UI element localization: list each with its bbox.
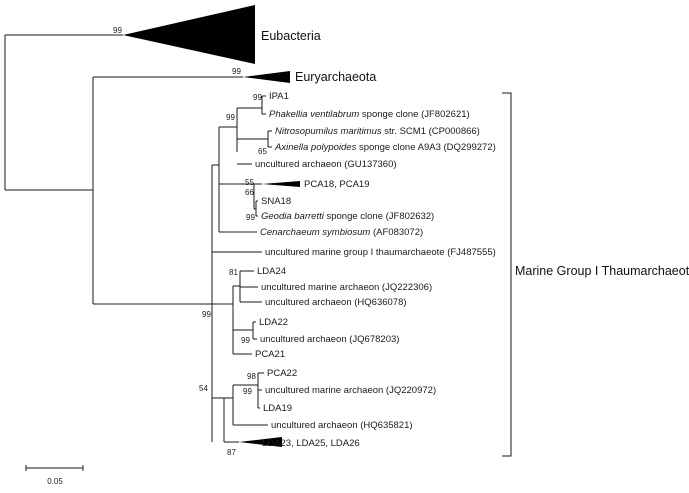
taxon-label-lda23-lda25-lda26: LDA23, LDA25, LDA26 bbox=[262, 438, 360, 449]
clade-bracket bbox=[502, 92, 512, 457]
taxon-label-cenarchaeum-species: Cenarchaeum symbiosum bbox=[260, 227, 370, 238]
collapsed-clade-lda23 bbox=[239, 437, 282, 447]
clade-label-eubacteria: Eubacteria bbox=[261, 29, 321, 43]
taxon-label-jq678203: uncultured archaeon (JQ678203) bbox=[260, 334, 399, 345]
taxon-label-axinella: Axinella polypoides sponge clone A9A3 (D… bbox=[274, 142, 496, 153]
taxon-label-pca21: PCA21 bbox=[255, 349, 285, 360]
bootstrap-pca22-group: 99 bbox=[243, 387, 252, 396]
taxon-label-lda24: LDA24 bbox=[257, 266, 286, 277]
taxon-label-nitrosopumilus: Nitrosopumilus maritimus str. SCM1 (CP00… bbox=[275, 126, 480, 137]
taxon-label-axinella-species: Axinella polypoides bbox=[274, 142, 357, 153]
bootstrap-nitroso-axinella: 65 bbox=[258, 147, 267, 156]
bootstrap-lda22-node: 99 bbox=[241, 336, 250, 345]
taxon-label-phakellia-rest: sponge clone (JF802621) bbox=[359, 109, 469, 120]
bootstrap-lower-group: 54 bbox=[199, 384, 208, 393]
taxon-label-pca22: PCA22 bbox=[267, 368, 297, 379]
bootstrap-pca18-clade: 66 bbox=[245, 188, 254, 197]
taxon-label-nitrosopumilus-species: Nitrosopumilus maritimus bbox=[275, 126, 382, 137]
collapsed-clade-pca18 bbox=[262, 181, 300, 187]
clade-label-marine-group: Marine Group I Thaumarchaeota bbox=[515, 264, 689, 278]
taxon-label-geodia-species: Geodia barretti bbox=[261, 211, 325, 222]
taxon-label-lda22: LDA22 bbox=[259, 317, 288, 328]
taxon-label-lda19: LDA19 bbox=[263, 403, 292, 414]
bootstrap-lda24-node: 81 bbox=[229, 268, 238, 277]
taxon-label-fj487555: uncultured marine group I thaumarchaeote… bbox=[265, 247, 496, 258]
taxon-label-hq636078: uncultured archaeon (HQ636078) bbox=[265, 297, 407, 308]
taxon-labels: IPA1 Phakellia ventilabrum sponge clone … bbox=[255, 91, 496, 449]
bootstrap-pca22-node: 98 bbox=[247, 372, 256, 381]
bootstrap-root-marine: 99 bbox=[202, 310, 211, 319]
scale-bar: 0.05 bbox=[25, 465, 84, 486]
bootstrap-ipa-group: 99 bbox=[226, 113, 235, 122]
taxon-label-nitrosopumilus-rest: str. SCM1 (CP000866) bbox=[382, 126, 480, 137]
taxon-label-phakellia-species: Phakellia ventilabrum bbox=[269, 109, 359, 120]
taxon-label-pca18-pca19: PCA18, PCA19 bbox=[304, 179, 369, 190]
bootstrap-lda23-node: 87 bbox=[227, 448, 236, 457]
bootstrap-eubacteria: 99 bbox=[113, 26, 122, 35]
bootstrap-ipa1-phakellia: 99 bbox=[253, 93, 262, 102]
tree-branches bbox=[4, 34, 272, 443]
taxon-label-jq222306: uncultured marine archaeon (JQ222306) bbox=[261, 282, 432, 293]
taxon-label-hq635821: uncultured archaeon (HQ635821) bbox=[271, 420, 413, 431]
taxon-label-ipa1: IPA1 bbox=[269, 91, 289, 102]
bootstrap-sna18-geodia: 99 bbox=[246, 213, 255, 222]
taxon-label-gu137360: uncultured archaeon (GU137360) bbox=[255, 159, 397, 170]
taxon-label-cenarchaeum-rest: (AF083072) bbox=[370, 227, 423, 238]
clade-label-euryarchaeota: Euryarchaeota bbox=[295, 70, 376, 84]
taxon-label-phakellia: Phakellia ventilabrum sponge clone (JF80… bbox=[269, 109, 470, 120]
collapsed-clade-euryarchaeota bbox=[243, 71, 290, 83]
taxon-label-axinella-rest: sponge clone A9A3 (DQ299272) bbox=[356, 142, 495, 153]
taxon-label-cenarchaeum: Cenarchaeum symbiosum (AF083072) bbox=[260, 227, 423, 238]
taxon-label-geodia-rest: sponge clone (JF802632) bbox=[324, 211, 434, 222]
taxon-label-jq220972: uncultured marine archaeon (JQ220972) bbox=[265, 385, 436, 396]
bootstrap-euryarchaeota: 99 bbox=[232, 67, 241, 76]
taxon-label-sna18: SNA18 bbox=[261, 196, 291, 207]
scale-bar-label: 0.05 bbox=[47, 477, 63, 486]
bootstrap-sna-group: 55 bbox=[245, 178, 254, 187]
taxon-label-geodia: Geodia barretti sponge clone (JF802632) bbox=[261, 211, 434, 222]
collapsed-clade-eubacteria bbox=[123, 5, 255, 64]
bootstrap-values: 99 99 99 99 65 55 66 99 81 99 98 99 54 8… bbox=[113, 26, 267, 457]
